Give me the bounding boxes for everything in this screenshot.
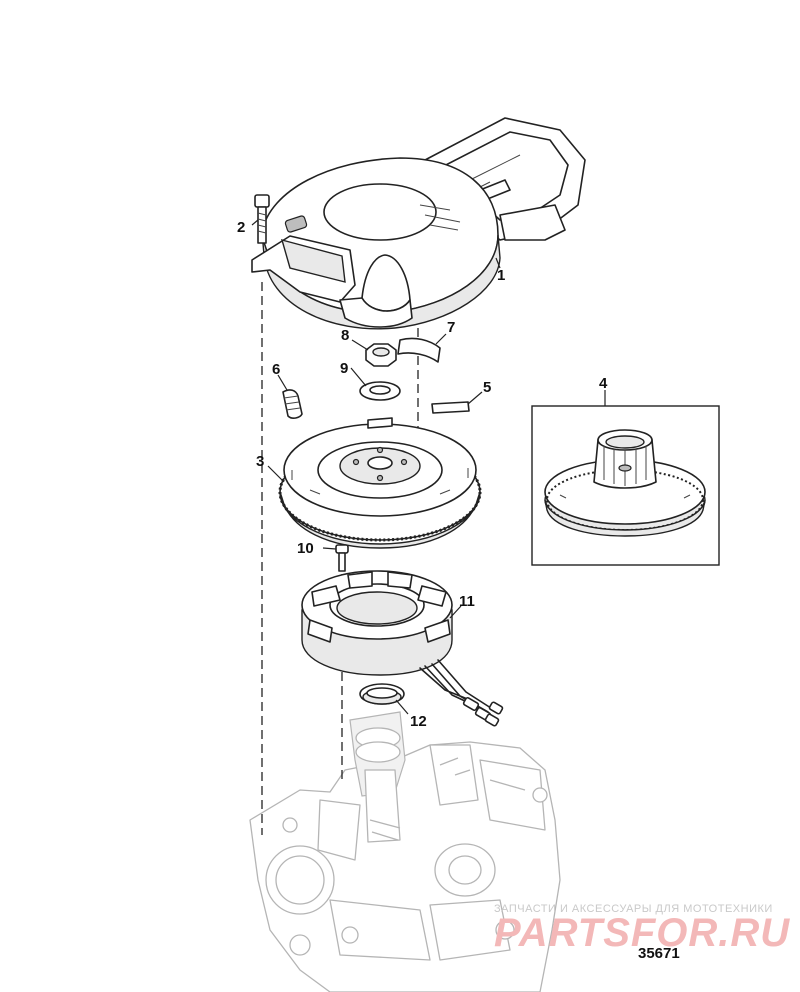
cover-bolt: [254, 194, 270, 244]
callout-8: 8: [341, 327, 349, 344]
detail-inset: [531, 405, 720, 566]
leader-lines: [251, 219, 606, 715]
watermark-tagline: ЗАПЧАСТИ И АКСЕССУАРЫ ДЛЯ МОТОТЕХНИКИ: [494, 903, 773, 915]
callouts: 1 2 3 4 5 6 7 8 9 10 11 12: [237, 219, 608, 730]
callout-7: 7: [447, 319, 455, 336]
stator: [301, 570, 504, 727]
callout-11: 11: [459, 593, 475, 610]
callout-2: 2: [237, 219, 245, 236]
flywheel-key: [431, 401, 470, 414]
flywheel-nut: [365, 343, 397, 367]
flywheel-cover: [251, 117, 586, 330]
flywheel: [278, 417, 482, 549]
spring: [282, 389, 303, 419]
callout-3: 3: [256, 453, 264, 470]
stator-screw: [335, 544, 349, 572]
callout-12: 12: [410, 713, 427, 730]
callout-6: 6: [272, 361, 280, 378]
callout-4: 4: [599, 375, 608, 392]
curved-plate: [397, 337, 441, 363]
figure-number: 35671: [638, 945, 680, 962]
ring-seal: [359, 683, 405, 705]
callout-1: 1: [497, 267, 505, 284]
callout-10: 10: [297, 540, 314, 557]
watermark-brand: PARTSFOR.RU: [494, 911, 790, 955]
watermark: ЗАПЧАСТИ И АКСЕССУАРЫ ДЛЯ МОТОТЕХНИКИ PA…: [494, 903, 790, 955]
callout-5: 5: [483, 379, 491, 396]
engine-block: [249, 711, 561, 992]
flywheel-washer: [359, 381, 401, 401]
callout-9: 9: [340, 360, 348, 377]
